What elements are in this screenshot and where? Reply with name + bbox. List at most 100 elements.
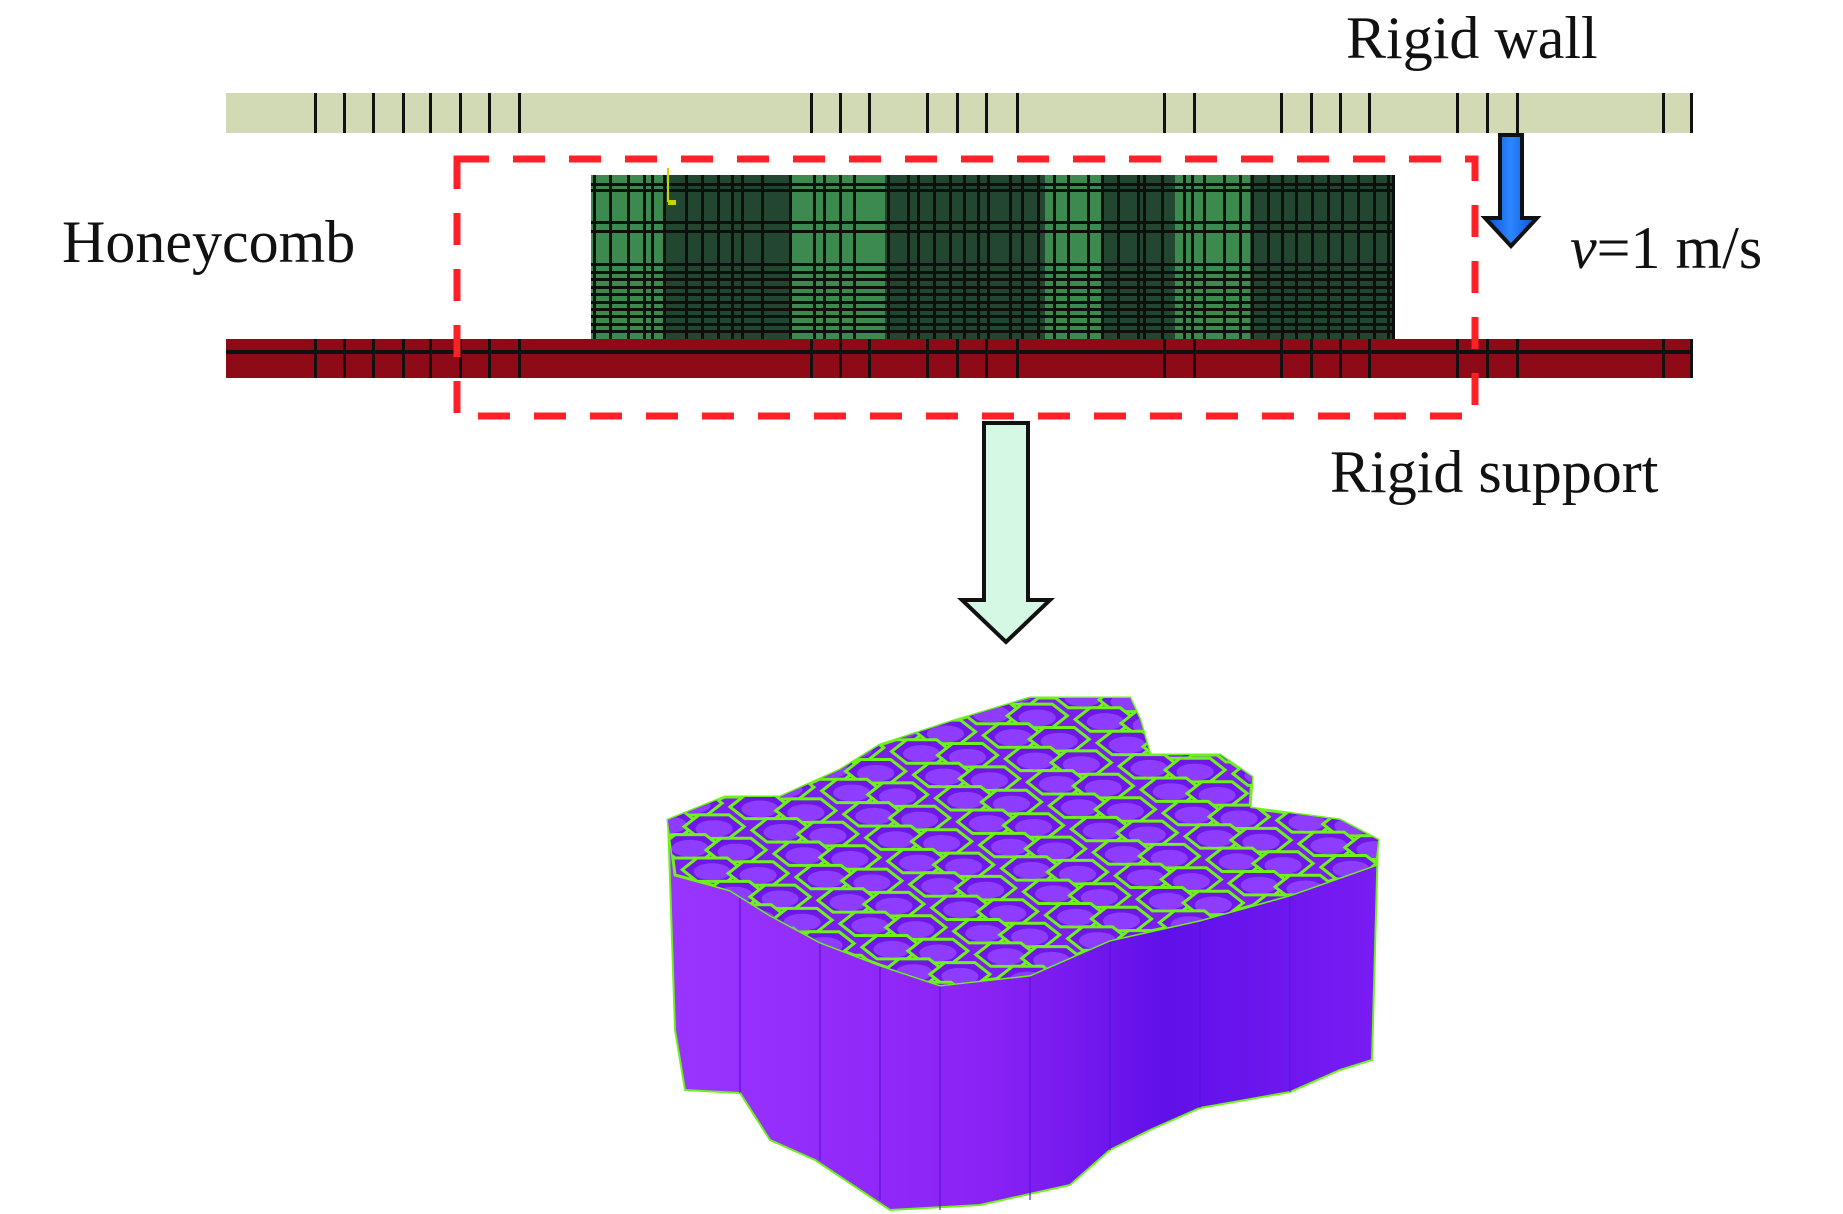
honeycomb-cell-opening (1224, 700, 1262, 718)
honeycomb-cell-opening (1112, 627, 1149, 644)
honeycomb-cell-opening (584, 746, 621, 763)
honeycomb-mesh-line (853, 175, 856, 339)
honeycomb-cell (1147, 625, 1207, 648)
honeycomb-cell-opening (1150, 849, 1188, 867)
honeycomb-cell-band (1250, 175, 1395, 339)
honeycomb-cell-opening (1404, 778, 1441, 795)
rigid-wall-mesh-line (1280, 93, 1283, 133)
honeycomb-cell-opening (829, 894, 867, 911)
honeycomb-cell-opening (965, 924, 1003, 942)
honeycomb-cell-opening (1057, 908, 1095, 926)
honeycomb-mesh-line (1239, 175, 1242, 339)
honeycomb-cell (683, 747, 749, 774)
honeycomb-mesh-line (987, 175, 990, 339)
honeycomb-cell-opening (1084, 779, 1122, 797)
honeycomb-cell-opening (1016, 752, 1054, 770)
honeycomb-cell-opening (863, 589, 900, 606)
honeycomb-cell-opening (675, 730, 713, 748)
honeycomb-mesh-line (1087, 175, 1090, 339)
honeycomb-cell-opening (1174, 806, 1212, 824)
honeycomb-cell-opening (1446, 868, 1483, 885)
honeycomb-cell-opening (950, 698, 988, 700)
honeycomb-cell (506, 671, 566, 694)
honeycomb-cell-opening (1290, 770, 1328, 788)
honeycomb-cell-opening (857, 764, 895, 782)
honeycomb-cell-band (1175, 175, 1250, 339)
honeycomb-mesh-line (741, 175, 744, 339)
honeycomb-mesh-line (1295, 175, 1298, 339)
honeycomb-cell-opening (1089, 670, 1126, 687)
honeycomb-cell-opening (1250, 615, 1287, 632)
honeycomb-cell (1324, 701, 1378, 728)
honeycomb-cell (1254, 740, 1320, 768)
honeycomb-cell-opening (717, 843, 755, 861)
rigid-support-mesh-line (1486, 339, 1489, 378)
honeycomb-cell-opening (1560, 876, 1597, 893)
rigid-support-mesh-line (314, 339, 317, 378)
honeycomb-cell (1173, 539, 1233, 562)
rigid-support-mesh-line (402, 339, 405, 378)
honeycomb-cell-opening (875, 897, 913, 915)
honeycomb-mesh-line (907, 175, 910, 339)
honeycomb-mesh-line (1137, 175, 1140, 339)
honeycomb-cell-opening (1086, 713, 1124, 730)
rigid-wall-mesh-line (868, 93, 871, 133)
honeycomb-3d-model (666, 696, 1380, 1212)
honeycomb-mesh-line (591, 263, 1395, 266)
honeycomb-cell-opening (1184, 545, 1221, 562)
honeycomb-cell (873, 607, 933, 630)
honeycomb-cell (1287, 547, 1347, 570)
honeycomb-cell-opening (1266, 790, 1304, 808)
honeycomb-cell (1278, 698, 1344, 725)
honeycomb-cell (1529, 804, 1589, 827)
honeycomb-mesh-line (1053, 175, 1056, 339)
honeycomb-mesh-line (823, 175, 826, 339)
honeycomb-cell-opening (1562, 833, 1599, 850)
rigid-support (226, 339, 1693, 378)
honeycomb-cell-opening (1218, 853, 1256, 871)
honeycomb-cell-opening (1043, 666, 1080, 683)
rigid-wall-mesh-line (1368, 93, 1371, 133)
honeycomb-cell (804, 646, 864, 669)
rigid-support-mesh-line (518, 339, 521, 378)
honeycomb-cell-opening (564, 680, 601, 697)
honeycomb-cell-opening (925, 768, 963, 786)
rigid-support-mesh-line (488, 339, 491, 378)
honeycomb-cell-opening (1228, 591, 1265, 608)
honeycomb-cell (828, 627, 888, 650)
rigid-wall (226, 93, 1693, 133)
honeycomb-3d-column-edges (739, 890, 1291, 1210)
honeycomb-cell-opening (877, 831, 915, 849)
honeycomb-cell-opening (904, 702, 943, 719)
honeycomb-mesh-line (591, 308, 1395, 311)
rigid-wall-mesh-line (402, 93, 405, 133)
honeycomb-cell (1186, 713, 1252, 741)
honeycomb-cell-opening (1244, 767, 1282, 785)
honeycomb-cell-opening (1058, 865, 1097, 883)
honeycomb-cell-opening (885, 612, 922, 629)
honeycomb-cell-opening (1104, 846, 1142, 863)
honeycomb-cell-opening (1312, 794, 1350, 812)
honeycomb-cell-opening (1276, 529, 1313, 546)
honeycomb-cell-opening (926, 725, 965, 743)
honeycomb-mesh-line (1267, 175, 1270, 339)
honeycomb-cell-opening (855, 807, 893, 825)
honeycomb-mesh-line (591, 330, 1395, 333)
honeycomb-cell (1393, 773, 1453, 796)
honeycomb-mesh-line (1392, 175, 1395, 339)
rigid-wall-mesh-line (1163, 93, 1166, 133)
honeycomb-mesh-line (1161, 175, 1164, 339)
honeycomb-cell (1309, 570, 1369, 593)
honeycomb-cell (668, 743, 681, 770)
honeycomb-cell-opening (1264, 857, 1302, 874)
honeycomb-cell (714, 619, 774, 642)
rigid-support-mesh-line (372, 339, 375, 378)
honeycomb-cell-opening (909, 593, 946, 610)
honeycomb-cell-opening (1130, 759, 1168, 777)
rigid-support-mesh-line (1339, 339, 1342, 378)
honeycomb-mesh-line (789, 175, 792, 339)
honeycomb-cell-opening (1080, 889, 1119, 906)
honeycomb-cell-opening (992, 795, 1031, 813)
rigid-wall-mesh-line (1339, 93, 1342, 133)
honeycomb-cell-opening (633, 641, 670, 658)
